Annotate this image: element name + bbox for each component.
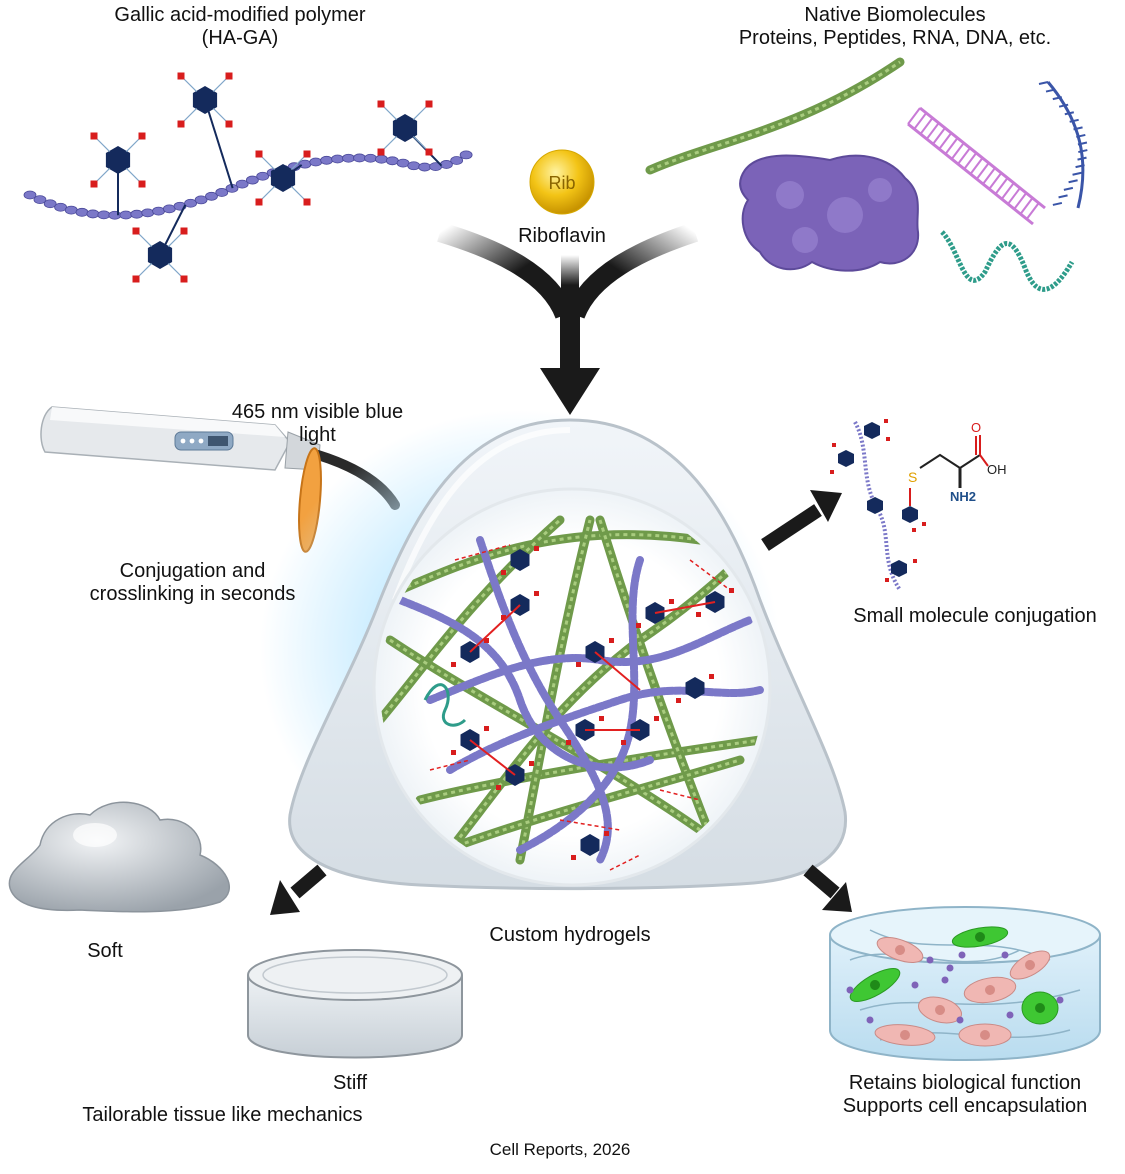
oxygen-label: O [971, 420, 981, 435]
conjugation-label: Conjugation and crosslinking in seconds [89, 560, 296, 605]
stiff-label: Stiff [332, 1072, 368, 1094]
tailorable-mechanics-label: Tailorable tissue like mechanics [82, 1104, 363, 1126]
biological-function-label: Retains biological function Supports cel… [842, 1072, 1088, 1117]
merge-arrow [437, 222, 699, 415]
dna-ladder [907, 106, 1046, 226]
arrow-to-cells [803, 864, 852, 912]
small-molecule-label: Small molecule conjugation [853, 605, 1097, 627]
sulfur-label: S [908, 469, 917, 485]
rib-badge-text: Rib [548, 173, 575, 193]
hydroxyl-label: OH [987, 462, 1007, 477]
polymer-label: Gallic acid-modified polymer (HA-GA) [114, 4, 366, 49]
custom-hydrogels-label: Custom hydrogels [489, 924, 651, 946]
peptide-strand [645, 57, 905, 175]
hydrogel-dome [260, 410, 848, 891]
soft-label: Soft [87, 940, 123, 962]
riboflavin-label: Riboflavin [518, 225, 606, 247]
amine-label: NH2 [950, 489, 976, 504]
blue-light-label: 465 nm visible blue light [231, 401, 404, 446]
soft-hydrogel [8, 801, 231, 913]
cell-laden-hydrogel [829, 906, 1101, 1061]
citation: Cell Reports, 2026 [489, 1140, 631, 1159]
arrow-to-mechanics [270, 864, 327, 915]
arrow-to-small-molecule [761, 490, 842, 551]
ha-ga-polymer [23, 72, 473, 283]
stiff-hydrogel [247, 949, 463, 1059]
protein-blob [739, 154, 920, 272]
rna-strand [1038, 81, 1088, 209]
biomolecules-label: Native Biomolecules Proteins, Peptides, … [738, 4, 1052, 49]
small-molecule-conjugate: S O OH NH2 [830, 419, 1007, 592]
riboflavin-molecule: Rib [529, 149, 595, 215]
peptide-coil [940, 230, 1075, 292]
